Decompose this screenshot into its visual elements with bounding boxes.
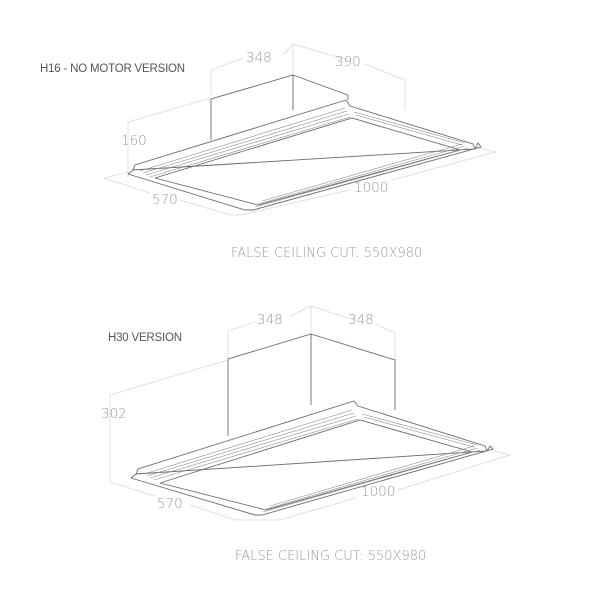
dim-width-h30: 1000	[361, 484, 395, 500]
dim-motor-depth-h16: 348	[246, 50, 272, 66]
diagram-title-h30: H30 VERSION	[108, 332, 182, 344]
dimension-lines-h16	[103, 43, 497, 216]
dim-depth-h16: 570	[152, 192, 178, 208]
dim-motor-width-h16: 390	[335, 54, 361, 70]
dim-height-h30: 302	[101, 406, 127, 422]
motor-box-h16	[210, 74, 349, 140]
diagram-title-h16: H16 - NO MOTOR VERSION	[40, 63, 185, 75]
dim-motor-depth-h30: 348	[257, 312, 283, 328]
dim-motor-width-h30: 348	[348, 312, 374, 328]
motor-box-h30	[227, 333, 396, 436]
dim-height-h16: 160	[121, 133, 147, 149]
false-ceiling-cut-h16: FALSE CEILING CUT: 550X980	[231, 246, 422, 261]
hood-panel-h30	[130, 400, 494, 516]
false-ceiling-cut-h30: FALSE CEILING CUT: 550X980	[235, 549, 426, 564]
dim-depth-h30: 570	[157, 496, 183, 512]
diagram-h16: H16 - NO MOTOR VERSION	[40, 43, 497, 261]
dimension-lines-h30	[109, 305, 512, 521]
diagram-h30: H30 VERSION	[101, 305, 512, 564]
dim-width-h16: 1000	[354, 180, 388, 196]
hood-panel-h16	[127, 99, 482, 211]
